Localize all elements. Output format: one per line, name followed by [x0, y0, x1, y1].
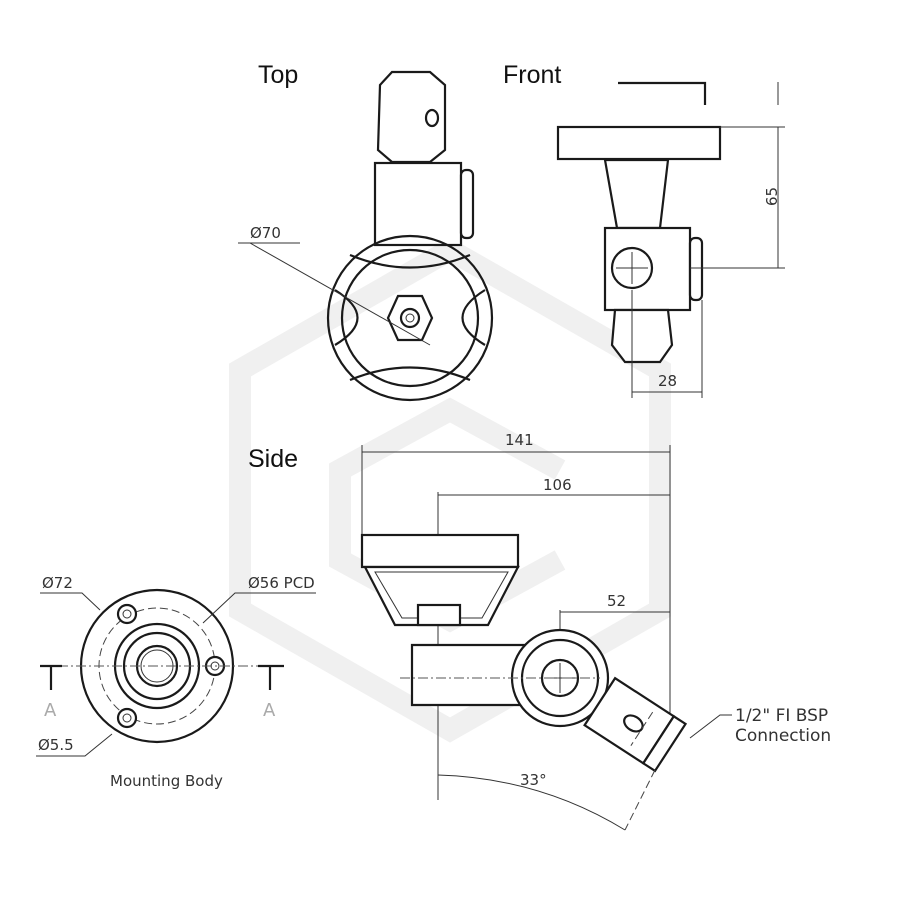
side-view-title: Side — [248, 445, 298, 473]
side-mid-label: 106 — [543, 476, 572, 494]
section-marker-right: A — [263, 700, 276, 721]
top-view-title: Top — [258, 61, 298, 89]
pcd-label: Ø56 PCD — [248, 574, 315, 592]
front-view-title: Front — [503, 61, 561, 89]
top-view: Top Ø70 — [238, 61, 494, 402]
side-arm-label: 52 — [607, 592, 626, 610]
connection-label-line2: Connection — [735, 726, 831, 746]
mounting-body-title: Mounting Body — [110, 772, 223, 790]
side-angle-label: 33° — [520, 771, 547, 789]
mounting-body-view: A A Ø72 Ø56 PCD Ø5.5 Mounting Body — [36, 574, 316, 790]
front-height-label: 65 — [763, 187, 781, 206]
front-view: Front 65 28 — [503, 61, 785, 398]
top-diameter-label: Ø70 — [250, 224, 281, 242]
side-overall-label: 141 — [505, 431, 534, 449]
front-depth-label: 28 — [658, 372, 677, 390]
side-view: Side 141 106 52 33° 1/2" FI BSP Connec — [248, 431, 831, 831]
hole-diameter-label: Ø5.5 — [38, 736, 74, 754]
outer-diameter-label: Ø72 — [42, 574, 73, 592]
connection-label-line1: 1/2" FI BSP — [735, 706, 828, 726]
section-marker-left: A — [44, 700, 57, 721]
